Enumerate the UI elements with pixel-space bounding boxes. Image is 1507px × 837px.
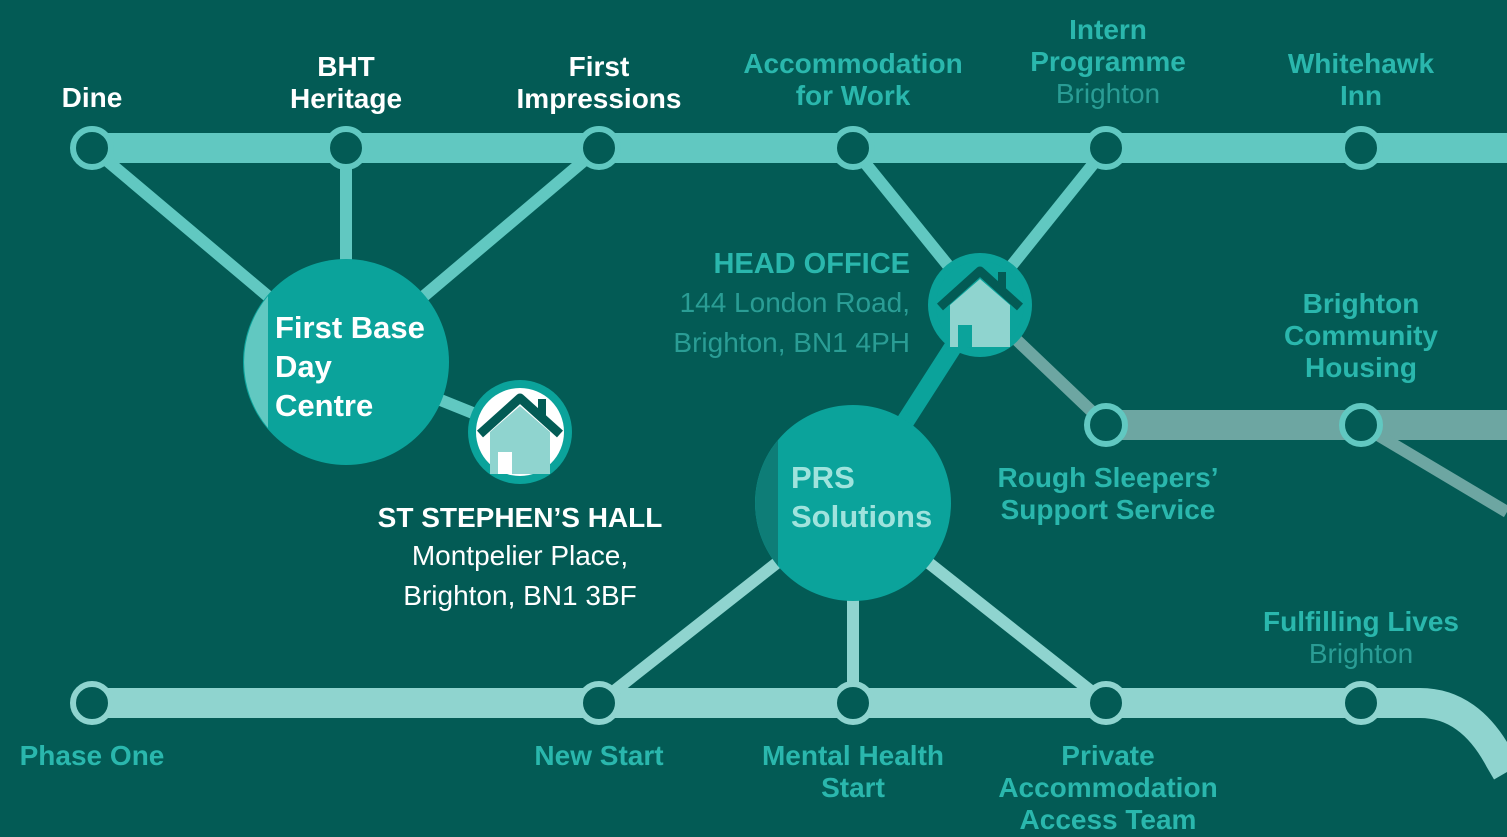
st-stephens-address-line2: Brighton, BN1 3BF: [403, 580, 637, 611]
station-subtitle: Brighton: [1308, 638, 1414, 669]
station-dots-bottom: [70, 681, 1383, 725]
bottom-line: [92, 688, 1507, 780]
st-stephens-name: ST STEPHEN’S HALL: [377, 502, 663, 533]
station-phase-one[interactable]: Phase One: [19, 740, 165, 771]
station-title: Intern Programme: [1030, 14, 1186, 77]
station-mental-health-start[interactable]: Mental Health Start: [761, 740, 945, 803]
house-icon: [468, 380, 572, 484]
first-base-hub-label[interactable]: First Base Day Centre: [275, 310, 425, 423]
station-new-start[interactable]: New Start: [534, 740, 664, 771]
head-office-address-line1: 144 London Road,: [679, 287, 910, 318]
station-brighton-community-housing[interactable]: Brighton Community Housing: [1284, 288, 1438, 383]
station-private-accommodation[interactable]: Private Accommodation Access Team: [998, 740, 1218, 835]
station-bht-heritage[interactable]: BHT Heritage: [289, 51, 403, 114]
head-office-block: HEAD OFFICE 144 London Road, Brighton, B…: [673, 245, 910, 363]
prs-hub-label[interactable]: PRS Solutions: [791, 460, 933, 534]
head-office-name: HEAD OFFICE: [713, 248, 910, 280]
station-first-impressions[interactable]: First Impressions: [516, 51, 682, 114]
station-title: Fulfilling Lives: [1262, 606, 1460, 637]
station-intern-programme[interactable]: Intern Programme Brighton: [1030, 14, 1186, 110]
head-office-address-line2: Brighton, BN1 4PH: [673, 327, 910, 358]
st-stephens-block: ST STEPHEN’S HALL Montpelier Place, Brig…: [378, 500, 663, 616]
station-subtitle: Brighton: [1055, 78, 1161, 109]
station-dine[interactable]: Dine: [61, 82, 123, 113]
station-dots: [70, 126, 1383, 170]
station-dots-middle: [1084, 403, 1383, 447]
middle-line-branch: [1357, 419, 1507, 518]
st-stephens-address-line1: Montpelier Place,: [411, 540, 629, 571]
station-whitehawk-inn[interactable]: Whitehawk Inn: [1287, 48, 1435, 111]
house-icon: [928, 253, 1032, 357]
station-fulfilling-lives[interactable]: Fulfilling Lives Brighton: [1263, 606, 1459, 670]
prs-hub: [755, 405, 951, 601]
first-base-hub: [243, 259, 449, 465]
station-rough-sleepers[interactable]: Rough Sleepers’ Support Service: [997, 462, 1219, 525]
station-accommodation-for-work[interactable]: Accommodation for Work: [743, 48, 963, 111]
